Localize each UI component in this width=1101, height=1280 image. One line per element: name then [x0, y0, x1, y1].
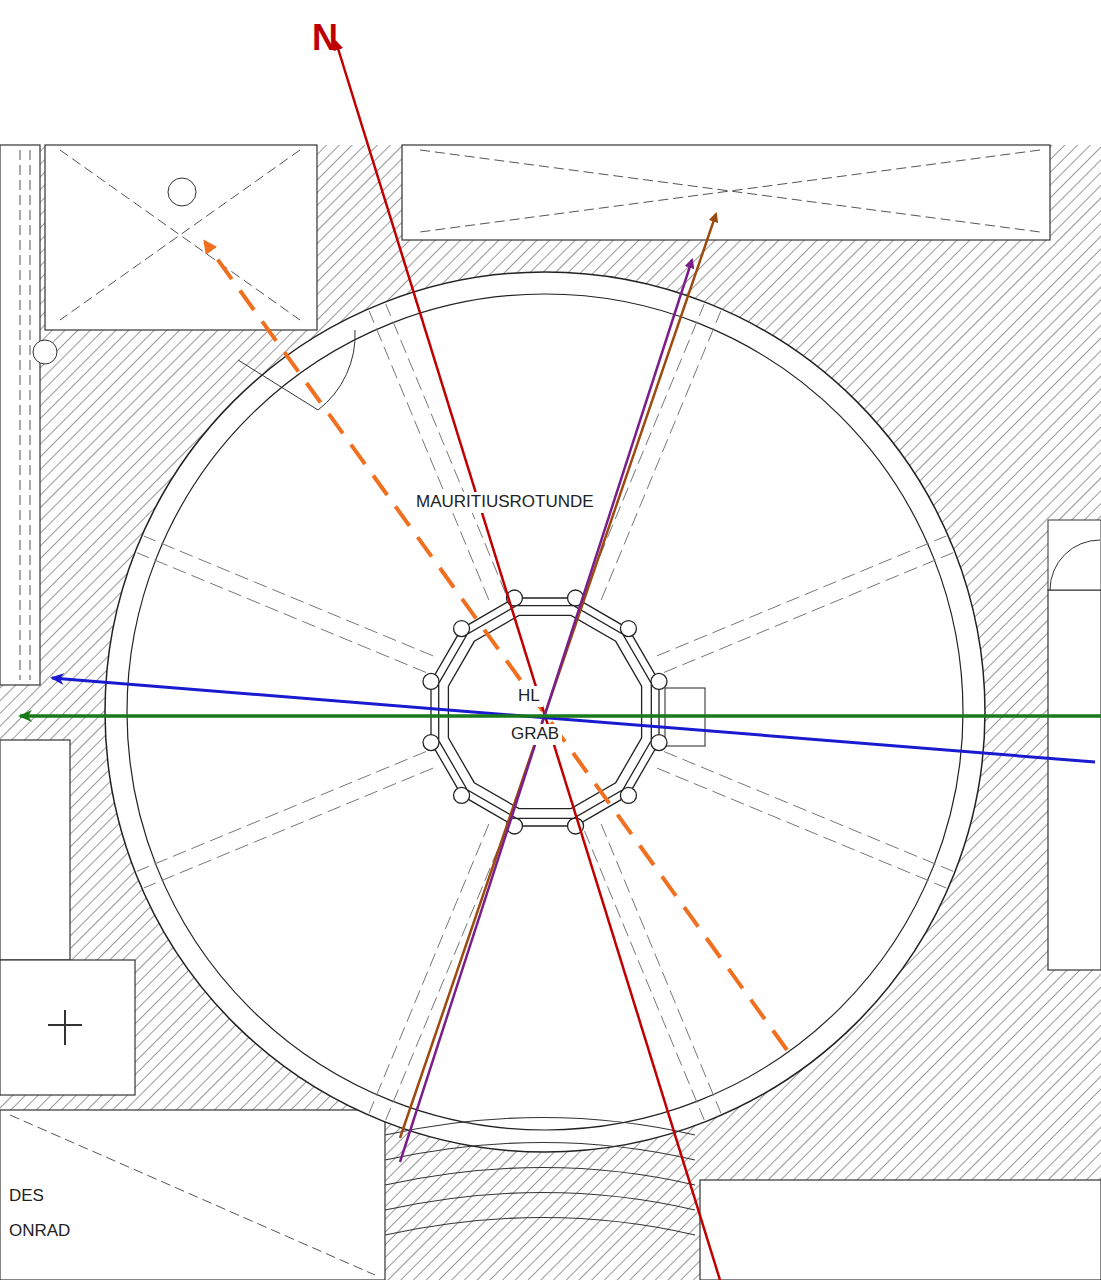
grave-label: HL	[515, 686, 543, 707]
vault-rib	[585, 831, 705, 1120]
vault-rib	[386, 831, 506, 1120]
vault-rib	[144, 536, 433, 656]
room-name: DES	[6, 1186, 47, 1207]
room-name: ONRAD	[6, 1221, 73, 1242]
vault-rib	[386, 304, 506, 593]
north-label: N	[312, 18, 338, 58]
vault-rib	[657, 768, 946, 888]
grave-label: GRAB	[508, 724, 562, 745]
grave-lobe	[651, 673, 667, 689]
vault-rib	[664, 752, 953, 872]
vault-rib	[137, 752, 426, 872]
room-name: MAURITIUSROTUNDE	[413, 492, 597, 513]
vault-rib	[664, 553, 953, 673]
vault-rib	[137, 553, 426, 673]
vault-rib	[657, 536, 946, 656]
grave-lobe	[651, 735, 667, 751]
vault-rib	[601, 824, 721, 1113]
grave-lobe	[423, 673, 439, 689]
vault-rib	[144, 768, 433, 888]
grave-lobe	[423, 735, 439, 751]
vault-rib	[369, 311, 489, 600]
